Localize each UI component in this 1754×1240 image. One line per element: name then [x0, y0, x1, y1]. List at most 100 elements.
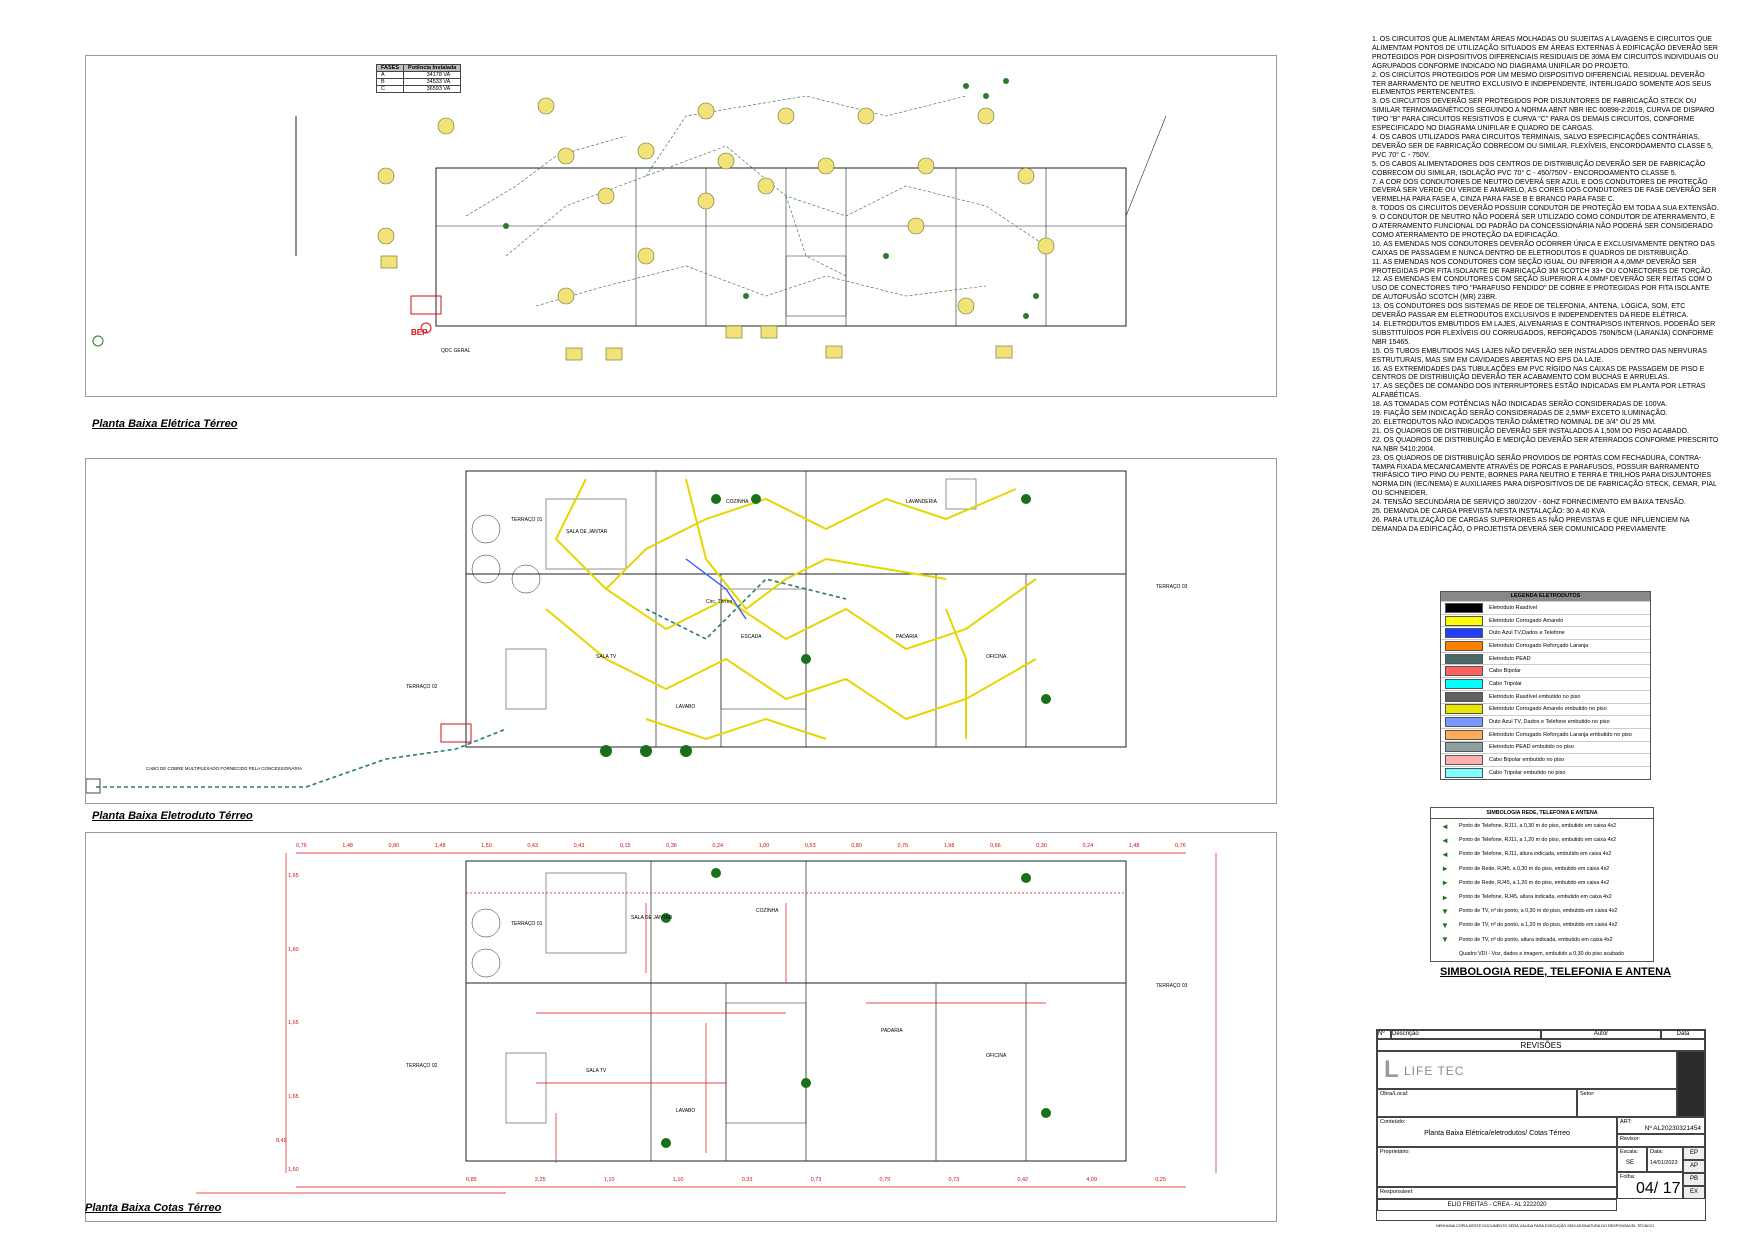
room-sala-tv: SALA TV	[596, 654, 617, 660]
symbology-row: ▸Ponto de Rede, RJ45, a 1,20 m do piso, …	[1431, 876, 1653, 890]
symbology-label: Ponto de Telefone, RJ11, altura indicada…	[1459, 851, 1612, 858]
conduit-legend-row: Eletroduto Corrugado Reforçado Laranja	[1441, 639, 1650, 652]
note: 15. Os tubos embutidos nas lajes não dev…	[1372, 347, 1707, 364]
responsavel-value: ELIO FREITAS - CREA - AL 2222020	[1377, 1199, 1617, 1211]
legend-swatch	[1445, 704, 1483, 715]
outlet-symbol-icon: ▸	[1442, 864, 1447, 874]
legend-swatch	[1445, 729, 1483, 740]
conduit-plan-drawing	[86, 470, 1127, 794]
dim-top: 0,36	[666, 843, 677, 849]
symbology-label: Ponto de TV, nº do ponto, altura indicad…	[1459, 936, 1613, 943]
room-sala-jantar: SALA DE JANTAR	[566, 529, 608, 535]
conteudo-value: Planta Baixa Elétrica/eletrodutos/ Cotas…	[1424, 1130, 1570, 1137]
qdc-label: QDC GERAL	[441, 348, 471, 354]
network-symbology-table: SIMBOLOGIA REDE, TELEFONIA E ANTENA ◄Pon…	[1430, 807, 1654, 962]
conduit-legend-row: Duto Azul TV, Dados e Telefone embutido …	[1441, 715, 1650, 728]
symbology-row: Quadro VDI - Voz, dados e imagem, embuti…	[1431, 947, 1653, 961]
legend-label: Cabo Bipolar embutido no piso	[1489, 757, 1565, 764]
obra-local-field: Obra/Local:	[1377, 1089, 1577, 1117]
dim-left: 1,50	[288, 1167, 299, 1173]
note: 1. Os circuitos que alimentam áreas molh…	[1372, 36, 1719, 70]
note: 20. Eletrodutos não indicados terão diâm…	[1372, 418, 1656, 426]
dim-top: 0,24	[712, 843, 724, 849]
data-value: 14/01/2023	[1650, 1160, 1678, 1166]
power-a: 34178 VA	[403, 71, 462, 79]
conduit-legend-row: Eletroduto Rasdível embutido no piso	[1441, 689, 1650, 703]
signature-bar	[1677, 1051, 1705, 1117]
dim-bottom: 0,79	[879, 1177, 891, 1183]
note: 11. As emendas nos condutores com seção …	[1372, 258, 1713, 275]
phase-c: C	[375, 85, 405, 93]
symbology-label: Ponto de Rede, RJ45, a 0,30 m do piso, e…	[1459, 865, 1610, 872]
room-oficina-cotas: OFICINA	[986, 1053, 1007, 1059]
tag-ep: EP	[1683, 1147, 1705, 1160]
room-oficina: OFICINA	[986, 654, 1007, 660]
dim-bottom: 0,73	[810, 1177, 822, 1183]
note: 23. Os quadros de distribuição serão pro…	[1372, 454, 1717, 498]
note: 19. Fiação sem indicação serão considera…	[1372, 410, 1668, 418]
symbology-label: Ponto de Telefone, RJ45, altura indicada…	[1459, 894, 1612, 901]
legend-label: Eletroduto Rasdível	[1489, 604, 1537, 611]
legend-swatch	[1445, 628, 1483, 639]
dim-bottom: 0,33	[741, 1177, 753, 1183]
dim-top: 0,30	[1036, 843, 1047, 849]
tag-ep-label: EP	[1690, 1150, 1699, 1156]
setor-label: Setor:	[1580, 1091, 1595, 1097]
outlet-symbol-icon: ◄	[1441, 849, 1449, 859]
company-logo: L LIFE TEC	[1377, 1051, 1677, 1089]
legend-swatch	[1445, 691, 1483, 702]
dim-top: 0,80	[851, 843, 862, 849]
legend-label: Cabo Tripolar embutido no piso	[1489, 769, 1566, 776]
dimensions-plan-title: Planta Baixa Cotas Térreo	[85, 1202, 222, 1214]
dim-top: 1,50	[481, 843, 492, 849]
note: 7. A cor dos condutores de neutro deverá…	[1372, 178, 1717, 204]
note: 8. Todos os circuitos deverão possuir co…	[1372, 205, 1719, 213]
dimensions-plan-drawing	[196, 852, 1217, 1194]
note: 17. As seções de comando dos interruptor…	[1372, 383, 1706, 400]
dim-left: 1,65	[288, 1093, 299, 1100]
note: 26. Para utilização de cargas superiores…	[1372, 516, 1690, 533]
outlet-symbol-icon: ▼	[1441, 906, 1449, 916]
legend-swatch	[1445, 602, 1483, 613]
symbology-row: ▼ Ponto de TV, nº do ponto, altura indica…	[1431, 933, 1653, 947]
tag-pb-label: PB	[1690, 1176, 1699, 1182]
symbology-title: SIMBOLOGIA REDE, TELEFONIA E ANTENA	[1440, 966, 1672, 978]
legend-label: Eletroduto Corrugado Amarelo embutido no…	[1489, 706, 1607, 713]
symbology-row: ◄ Ponto de Telefone, RJ11, altura indicad…	[1431, 847, 1653, 861]
dim-bottom: 0,42	[1017, 1177, 1029, 1183]
symbology-row: ▼Ponto de TV, nº do ponto, a 1,20 m do p…	[1431, 918, 1653, 932]
escala-label: Escala:	[1620, 1149, 1639, 1155]
legend-label: Cabo Bipolar	[1489, 668, 1521, 675]
symbology-label: Ponto de Telefone, RJ11, a 1,20 m do pis…	[1459, 837, 1617, 844]
electric-plan-title: Planta Baixa Elétrica Térreo	[92, 418, 238, 430]
conduit-plan-view: SALA DE JANTAR COZINHA LAVANDERIA SALA T…	[85, 458, 1277, 804]
power-b: 34533 VA	[403, 78, 462, 86]
proprietario-field: Proprietário:	[1377, 1147, 1617, 1187]
dim-top: 0,53	[804, 843, 816, 849]
escala-value: SE	[1626, 1160, 1635, 1166]
note: 10. As emendas nos condutores deverão oc…	[1372, 240, 1715, 257]
dim-top: 1,48	[342, 843, 353, 849]
note: 3. Os circuitos deverão ser protegidos p…	[1372, 98, 1715, 133]
dim-top: 0,15	[619, 843, 631, 849]
room-terraco-01-cotas: TERRAÇO 01	[511, 921, 543, 927]
room-padaria-cotas: PADARIA	[881, 1028, 903, 1034]
conduit-legend-row: Cabo Tripolar	[1441, 677, 1650, 690]
legend-label: Eletroduto Rasdível embutido no piso	[1489, 693, 1581, 700]
dim-top: 1,00	[758, 843, 770, 849]
folha-field: Folha: 04/ 17	[1617, 1172, 1683, 1199]
outlet-symbol-icon: ◄	[1441, 821, 1449, 831]
note: 14. Eletrodutos embutidos em lajes, alve…	[1372, 321, 1716, 346]
title-block: Nº Descrição Autor Data REVISÕES L LIFE …	[1376, 1029, 1706, 1221]
room-circ-terreo: Circ. Térreo	[706, 599, 733, 605]
conduit-legend-row: Eletroduto Corrugado Reforçado Laranja e…	[1441, 727, 1650, 741]
responsavel-field: Responsável:	[1377, 1187, 1617, 1199]
symbology-label: Ponto de TV, nº do ponto, a 1,20 m do pi…	[1459, 922, 1618, 929]
symbology-label: Quadro VDI - Voz, dados e imagem, embuti…	[1459, 950, 1624, 957]
conduit-legend-row: Eletroduto Rasdível	[1441, 601, 1650, 614]
phase-header: FASES	[375, 64, 405, 72]
conduit-legend-row: Eletroduto Corrugado Amarelo embutido no…	[1441, 702, 1650, 716]
outlet-symbol-icon: ▼	[1441, 935, 1449, 945]
symbology-label: Ponto de Telefone, RJ11, a 0,30 m do pis…	[1459, 823, 1617, 830]
